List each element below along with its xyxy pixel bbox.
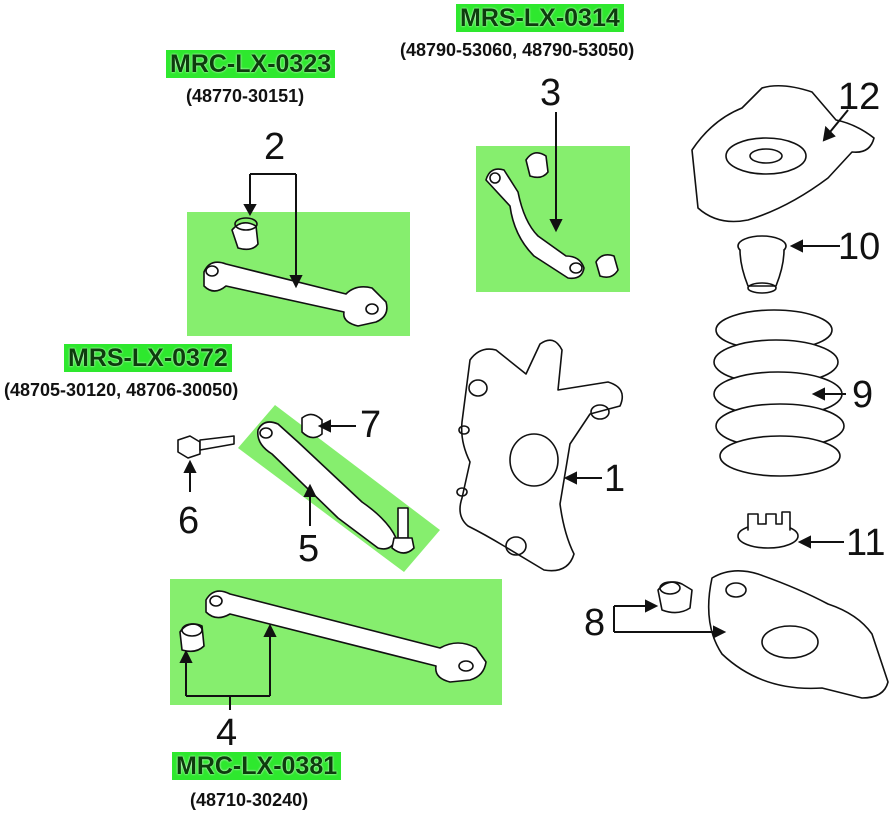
group-code-strut-rod: MRC-LX-0381 <box>172 752 342 781</box>
callout-11: 11 <box>846 522 886 564</box>
callout-10: 10 <box>838 226 881 268</box>
lower-arm-drawing <box>657 570 889 699</box>
group-parts-lower-control-arm: (48770-30151) <box>186 86 305 106</box>
callout-12: 12 <box>838 76 881 118</box>
callout-8: 8 <box>584 602 606 644</box>
coil-spring-drawing <box>713 309 845 477</box>
bolt-drawing <box>177 435 235 459</box>
lower-control-arm-drawing <box>203 217 388 327</box>
group-code-toe-link: MRS-LX-0372 <box>64 344 232 373</box>
callout-6: 6 <box>178 500 200 542</box>
callout-9: 9 <box>852 374 874 416</box>
toe-link-drawing <box>256 421 415 554</box>
spring-seat-drawing <box>737 511 799 549</box>
callout-2: 2 <box>264 126 286 168</box>
strut-rod-drawing <box>179 590 487 683</box>
callout-4: 4 <box>216 712 238 754</box>
callout-1: 1 <box>604 458 626 500</box>
knuckle-drawing <box>456 339 624 572</box>
group-parts-upper-arm: (48790-53060, 48790-53050) <box>400 40 635 60</box>
upper-mount-drawing <box>691 84 875 223</box>
group-parts-toe-link: (48705-30120, 48706-30050) <box>4 380 239 400</box>
nut-drawing <box>301 413 323 439</box>
bump-stop-drawing <box>737 235 787 294</box>
callout-3: 3 <box>540 72 562 114</box>
leader-lines <box>179 109 849 710</box>
group-parts-strut-rod: (48710-30240) <box>190 790 309 810</box>
upper-arm-drawing <box>485 152 619 280</box>
group-code-lower-control-arm: MRC-LX-0323 <box>166 50 336 79</box>
callout-5: 5 <box>298 528 320 570</box>
callout-7: 7 <box>360 404 382 446</box>
group-code-upper-arm: MRS-LX-0314 <box>456 4 624 33</box>
